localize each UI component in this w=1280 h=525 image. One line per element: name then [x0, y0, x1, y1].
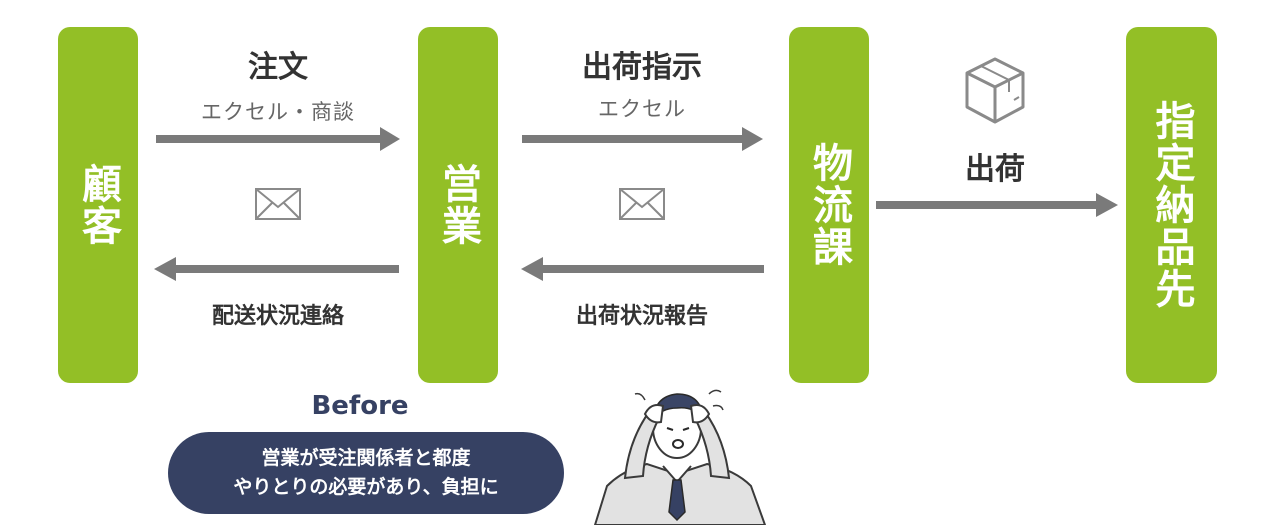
arrow-order — [156, 127, 400, 151]
callout-line-2: やりとりの必要があり、負担に — [233, 476, 499, 498]
node-logistics-label: 物流課 — [806, 142, 852, 268]
node-destination-label: 指定納品先 — [1148, 100, 1195, 310]
edge-shipping-instruction-sub: エクセル — [598, 97, 686, 121]
edge-shipping-status-label: 出荷状況報告 — [575, 304, 708, 329]
node-destination: 指定納品先 — [1126, 27, 1217, 383]
node-sales: 営業 — [418, 27, 498, 383]
node-logistics: 物流課 — [789, 27, 869, 383]
problem-callout: 営業が受注関係者と都度 やりとりの必要があり、負担に — [168, 432, 564, 514]
arrow-shipment — [876, 193, 1118, 217]
arrow-delivery-status — [154, 257, 399, 281]
package-box-icon — [965, 57, 1025, 124]
arrow-shipping-instruction — [522, 127, 763, 151]
edge-shipping-instruction-title: 出荷指示 — [582, 50, 702, 85]
edge-order-title: 注文 — [248, 50, 308, 85]
before-label: Before — [311, 391, 409, 421]
edge-shipment-title: 出荷 — [965, 152, 1025, 187]
envelope-icon — [619, 188, 665, 220]
node-customer-label: 顧客 — [75, 163, 121, 247]
worried-businessman-illustration — [593, 389, 767, 525]
envelope-icon — [255, 188, 301, 220]
edge-delivery-status-label: 配送状況連絡 — [211, 304, 344, 329]
arrow-shipping-status — [521, 257, 764, 281]
node-sales-label: 営業 — [435, 163, 481, 247]
node-customer: 顧客 — [58, 27, 138, 383]
callout-line-1: 営業が受注関係者と都度 — [261, 446, 471, 469]
edge-order-sub: エクセル・商談 — [201, 100, 355, 124]
